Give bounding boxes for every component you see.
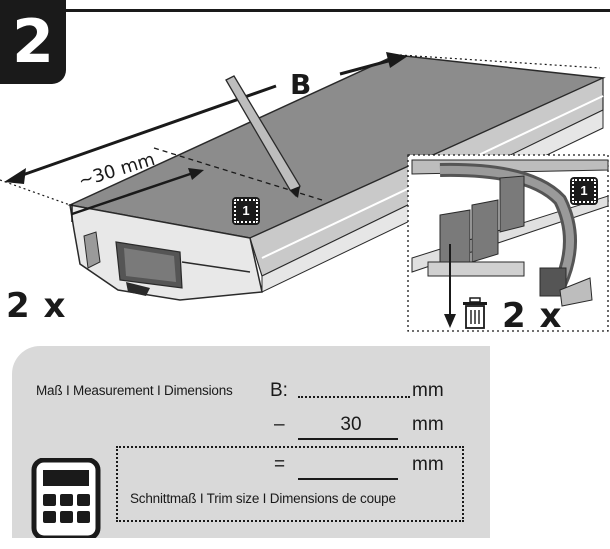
trash-icon <box>463 297 487 329</box>
trim-size-label: Schnittmaß I Trim size I Dimensions de c… <box>130 491 396 506</box>
pencil-icon <box>225 75 301 198</box>
unit-label-subtract: mm <box>412 414 444 435</box>
callout-marker-inset: 1 <box>570 177 598 205</box>
measurement-panel: Maß I Measurement I Dimensions B: mm – 3… <box>12 346 490 538</box>
b-value-field[interactable] <box>298 396 410 398</box>
step-number-badge: 2 <box>0 0 66 84</box>
unit-label-result: mm <box>412 454 444 475</box>
minus-sign: – <box>274 414 285 435</box>
callout-marker-main: 1 <box>232 197 260 225</box>
equals-sign: = <box>274 454 286 475</box>
measurement-label: Maß I Measurement I Dimensions <box>36 383 233 398</box>
rail-illustration <box>0 52 609 332</box>
subtract-underline <box>298 438 398 440</box>
unit-label-b: mm <box>412 380 444 401</box>
b-value-label: B: <box>270 380 288 401</box>
calculator-icon <box>31 458 101 538</box>
result-field[interactable] <box>298 478 398 480</box>
top-rule <box>0 9 610 12</box>
hacksaw-icon <box>411 159 609 307</box>
dimension-label-b: B <box>290 68 312 101</box>
result-box <box>116 446 464 522</box>
subtract-value: 30 <box>340 414 362 435</box>
quantity-label-main: 2 x <box>6 286 67 326</box>
quantity-label-inset: 2 x <box>502 296 563 336</box>
